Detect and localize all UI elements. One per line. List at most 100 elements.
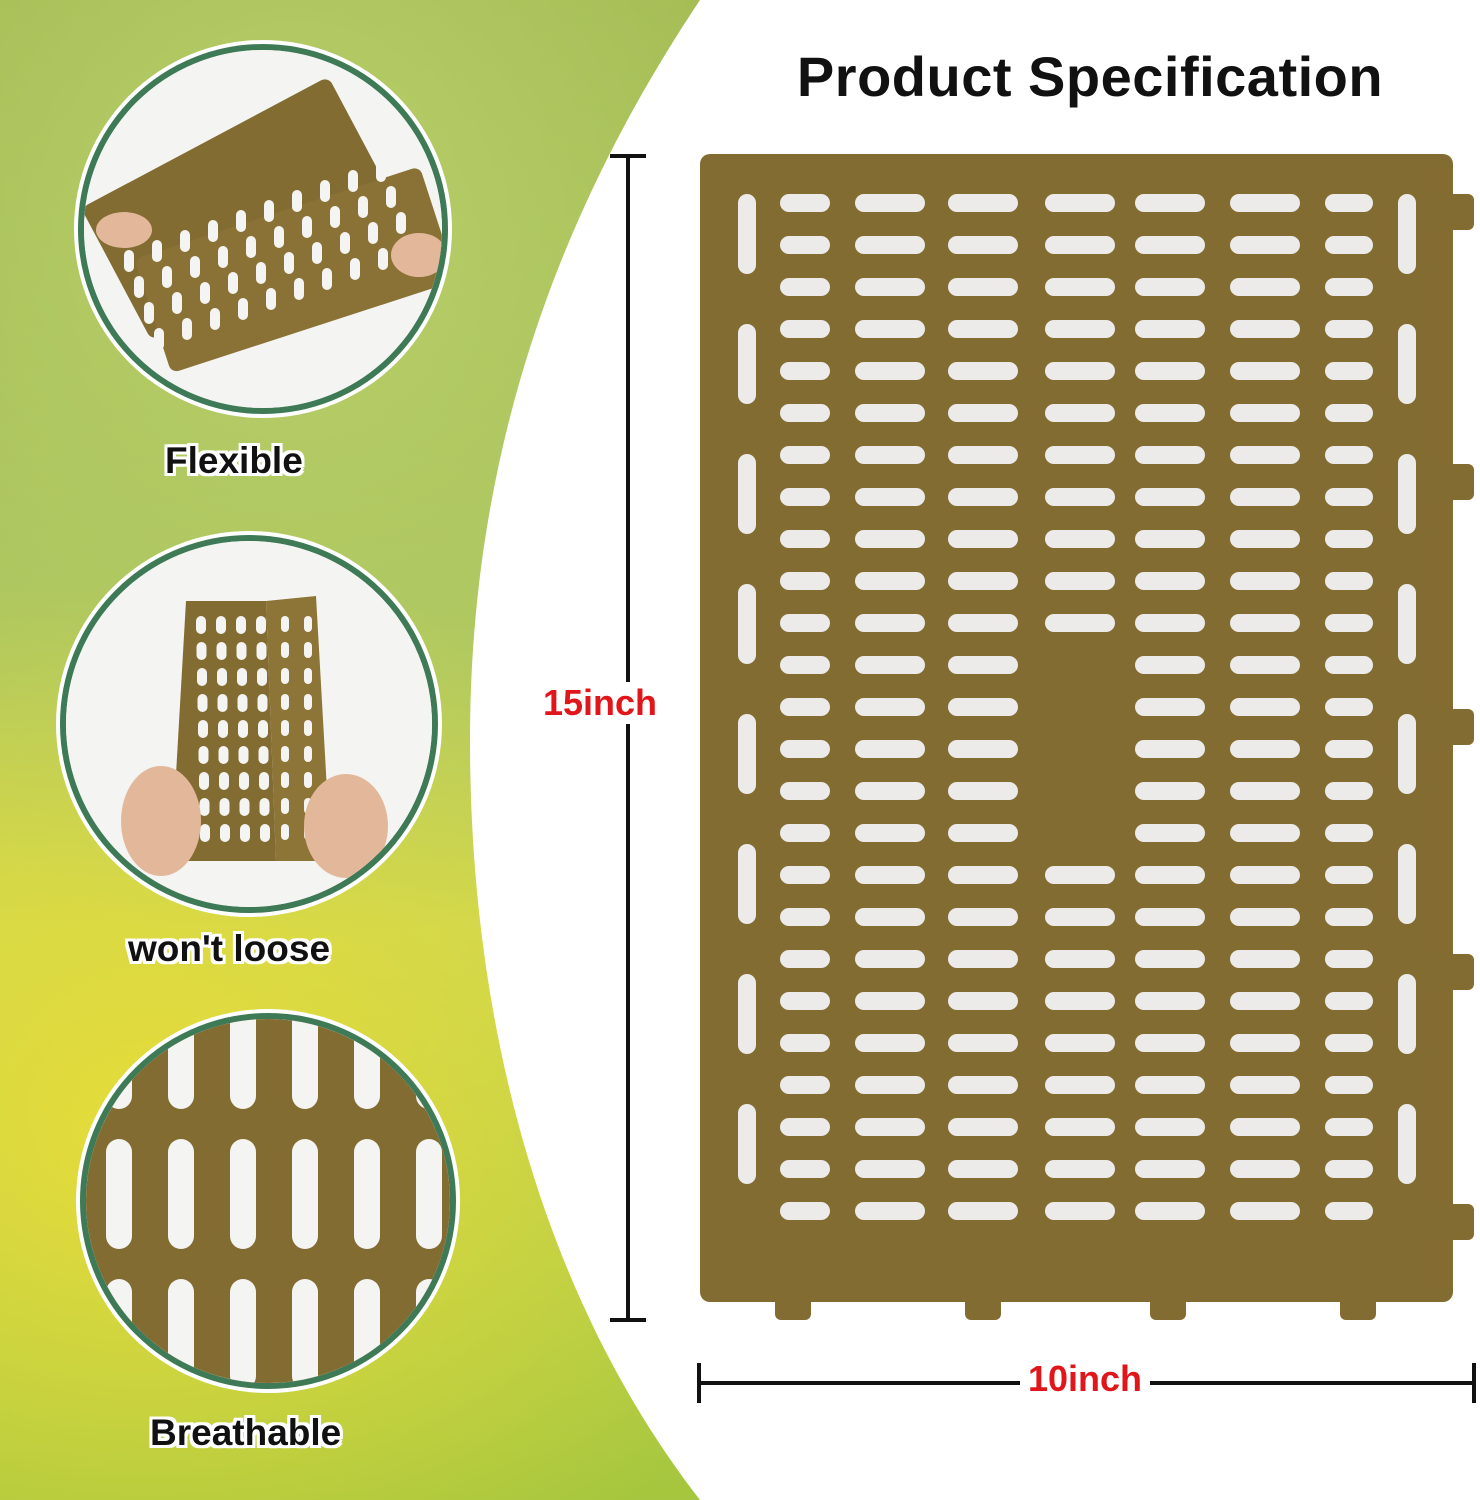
mat-slot [780,194,830,212]
rolled-slot [217,694,228,712]
mat-slot [1135,614,1205,632]
mat-connector [1340,1294,1376,1320]
mat-slot [948,488,1018,506]
mat-slot [780,404,830,422]
mat-slot [1135,446,1205,464]
rolled-slot [198,746,209,764]
mat-slot [1230,530,1300,548]
mat-edge-slot [738,194,756,274]
mat-slot [1325,278,1373,296]
mat-slot [948,1160,1018,1178]
rolled-slot [304,668,312,684]
rolled-slot [196,642,207,660]
mat-slot [948,950,1018,968]
mat-slot [948,320,1018,338]
mat-slot [855,194,925,212]
rolled-slot [259,772,269,790]
flex-slot [238,298,248,320]
mat-edge-slot [1398,1104,1416,1184]
mat-slot [780,320,830,338]
mat-edge-slot [738,584,756,664]
rolled-slot [236,642,247,660]
mat-slot [780,950,830,968]
mat-slot [780,1160,830,1178]
rolled-slot [304,720,312,736]
rolled-slot [256,616,266,634]
mat-slot [780,614,830,632]
width-label: 10inch [1020,1358,1151,1400]
rolled-slot [304,772,312,788]
mat-slot [855,446,925,464]
closeup-slot [230,1019,256,1109]
rolled-slot [196,616,206,634]
mat-slot [855,1202,925,1220]
mat-edge-slot [738,714,756,794]
mat-slot [855,404,925,422]
flex-slot [302,216,312,238]
mat-slot [1230,236,1300,254]
mat-slot [1045,404,1115,422]
mat-slot [1230,824,1300,842]
mat-edge-slot [1398,454,1416,534]
mat-slot [780,782,830,800]
flex-slot [144,302,154,324]
rolled-slot [219,772,229,790]
rolled-slot [281,720,289,736]
rolled-slot [199,772,209,790]
mat-connector [775,1294,811,1320]
mat-slot [1230,1076,1300,1094]
mat-slot [780,1202,830,1220]
mat-slot [948,194,1018,212]
mat-slot [1045,1118,1115,1136]
mat-slot [1325,866,1373,884]
mat-slot [1135,1034,1205,1052]
mat-slot [948,992,1018,1010]
mat-slot [1325,1160,1373,1178]
flex-slot [264,200,274,222]
mat-slot [948,614,1018,632]
rolled-mat-icon [66,541,432,907]
mat-slot [1135,866,1205,884]
mat-slot [1045,992,1115,1010]
mat-slot [1045,530,1115,548]
rolled-slot [197,668,207,686]
mat-slot [1325,488,1373,506]
rolled-slot [259,798,270,816]
mat-slot [1045,362,1115,380]
rolled-slot [256,642,267,660]
mat-slot [1135,1202,1205,1220]
mat-slot [1325,404,1373,422]
mat-slot [780,1034,830,1052]
mat-slot [855,992,925,1010]
mat-slot [1045,446,1115,464]
mat-slot [780,446,830,464]
rolled-slot [304,694,312,710]
mat-slot [780,866,830,884]
mat-slot [855,1076,925,1094]
flex-slot [256,262,266,284]
feature-label-breathable: Breathable [150,1412,342,1453]
mat-slot [1230,1202,1300,1220]
rolled-slot [258,746,269,764]
rolled-slot [236,616,246,634]
flex-slot [182,318,192,340]
mat-slot [1325,1034,1373,1052]
rolled-slot [281,694,289,710]
flex-slot [376,160,386,182]
mat-slot [1045,194,1115,212]
mat-slot [1045,950,1115,968]
mat-slot [1230,488,1300,506]
mat-slot [948,278,1018,296]
mat-slot [1045,1160,1115,1178]
mat-slot [1325,782,1373,800]
mat-slot [1325,824,1373,842]
closeup-slot [168,1139,194,1249]
mat-edge-slot [1398,194,1416,274]
rolled-slot [238,746,249,764]
flex-slot [386,186,396,208]
mat-slot [1045,278,1115,296]
mat-slot [948,866,1018,884]
rolled-slot [281,824,289,840]
mat-slot [780,992,830,1010]
mat-edge-slot [1398,844,1416,924]
